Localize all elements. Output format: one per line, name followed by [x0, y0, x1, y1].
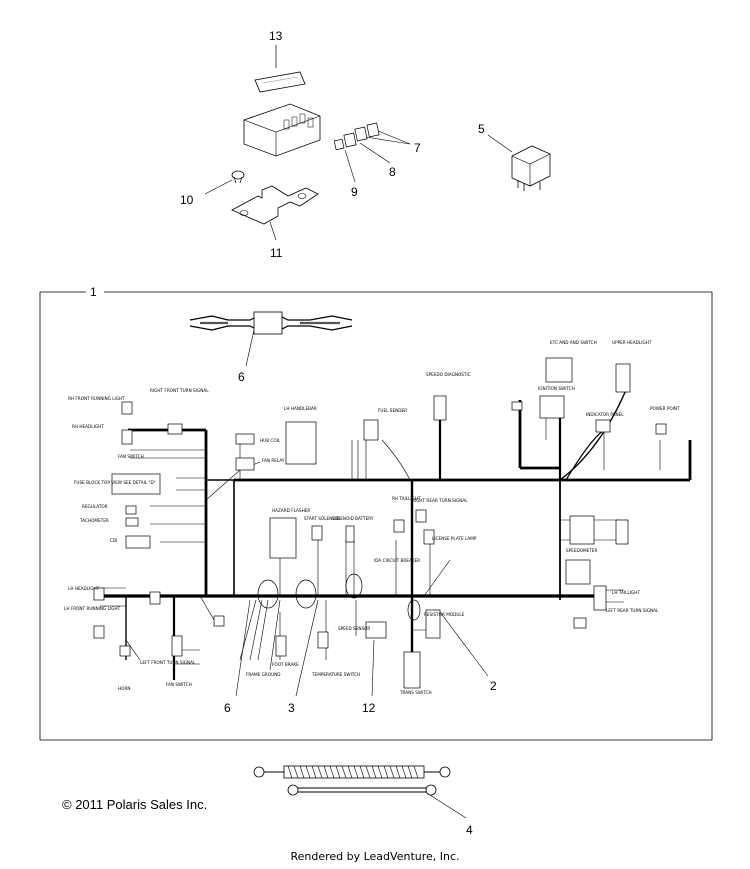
relay-part-5[interactable] — [511, 145, 551, 191]
callout-6-top: 6 — [238, 370, 245, 384]
label-fan-switch: FAN SWITCH — [118, 454, 144, 459]
rendered-by-text: Rendered by LeadVenture, Inc. — [290, 850, 460, 863]
label-ignition-switch: IGNITION SWITCH — [538, 386, 575, 391]
label-license-plate-lamp: LICENSE PLATE LAMP — [432, 536, 477, 541]
label-tachometer: TACHOMETER — [79, 518, 109, 523]
callout-8: 8 — [389, 165, 396, 179]
label-frame-ground: FRAME GROUND — [246, 672, 280, 677]
connector-blocks — [93, 357, 667, 689]
battery-cable-plain[interactable] — [287, 784, 437, 796]
callout-10: 10 — [180, 193, 194, 207]
label-lh-handlebar: LH HANDLEBAR — [284, 406, 317, 411]
label-speedo-diagnostic: SPEEDO DIAGNOSTIC — [426, 372, 471, 377]
junction-ovals — [257, 573, 421, 621]
copyright-text: © 2011 Polaris Sales Inc. — [62, 797, 208, 812]
sub-harness-6-top[interactable] — [189, 311, 353, 335]
battery-cable-braided[interactable] — [253, 765, 451, 779]
label-speedometer: SPEEDOMETER — [566, 548, 597, 553]
callout-1: 1 — [90, 285, 97, 299]
callout-9: 9 — [351, 185, 358, 199]
part-13-label[interactable] — [254, 71, 306, 93]
label-hub-coil: HUB COIL — [260, 438, 281, 443]
label-power-point: POWER POINT — [650, 406, 680, 411]
label-fan-switch-2: FAN SWITCH — [166, 682, 192, 687]
callout-4: 4 — [466, 823, 473, 837]
label-lh-taillight: LH TAILLIGHT — [612, 590, 640, 595]
label-right-rear-turn-signal: RIGHT REAR TURN SIGNAL — [412, 498, 468, 503]
harness-frame — [39, 291, 713, 741]
label-rh-headlight: RH HEADLIGHT — [72, 424, 104, 429]
label-resistor-module: RESISTOR MODULE — [424, 612, 465, 617]
callout-12: 12 — [362, 701, 376, 715]
callout-6-bottom: 6 — [224, 701, 231, 715]
callout-3: 3 — [288, 701, 295, 715]
label-speed-sensor: SPEED SENSOR — [338, 626, 370, 631]
harness-detail-wires — [100, 400, 661, 671]
label-temperature-switch: TEMPERATURE SWITCH — [311, 672, 360, 677]
label-fan-relay: FAN RELAY — [262, 458, 285, 463]
label-trans-switch: TRANS SWITCH — [399, 690, 432, 695]
label-foot-brake: FOOT BRAKE — [272, 662, 299, 667]
callout-7: 7 — [414, 141, 421, 155]
label-hazard-flasher: HAZARD FLASHER — [272, 508, 310, 513]
callout-11: 11 — [270, 246, 283, 260]
label-left-front-turn-signal: LEFT FRONT TURN SIGNAL — [140, 660, 196, 665]
fuse-block-part[interactable] — [243, 103, 321, 157]
label-regulator: REGULATOR — [82, 504, 108, 509]
callout-2: 2 — [490, 679, 497, 693]
fuses-part[interactable] — [333, 122, 380, 151]
callout-13: 13 — [269, 29, 283, 43]
label-upper-headlight: UPPER HEADLIGHT — [612, 340, 652, 345]
component-labels: RH FRONT RUNNING LIGHT RH HEADLIGHT RIGH… — [64, 340, 680, 695]
screw-part-10[interactable] — [231, 170, 245, 184]
label-ida-circuit-breaker: IDA CIRCUIT BREAKER — [374, 558, 420, 563]
label-left-rear-turn-signal: LEFT REAR TURN SIGNAL — [606, 608, 659, 613]
label-rh-front-running-light: RH FRONT RUNNING LIGHT — [68, 396, 125, 401]
main-harness-trunk — [100, 389, 692, 680]
bracket-part-11[interactable] — [231, 185, 319, 225]
label-indicator-panel: INDICATOR PANEL — [586, 412, 624, 417]
label-lh-front-running-light: LH FRONT RUNNING LIGHT — [64, 606, 121, 611]
label-cdi: CDI — [110, 538, 117, 543]
callout-5: 5 — [478, 122, 485, 136]
label-solenoid-battery: SOLENOID BATTERY — [332, 516, 374, 521]
label-rh-taillight: RH TAILLIGHT — [392, 496, 421, 501]
label-start-solenoid: START SOLENOID — [304, 516, 340, 521]
label-fuse-block: FUSE BLOCK TOP VIEW SEE DETAIL "D" — [74, 480, 156, 485]
label-horn: HORN — [118, 686, 131, 691]
label-lh-headlight: LH HEADLIGHT — [68, 586, 100, 591]
label-fuel-sender: FUEL SENDER — [378, 408, 407, 413]
label-etc-and-switch: ETC AND AND SWITCH — [550, 340, 597, 345]
label-right-front-turn-signal: RIGHT FRONT TURN SIGNAL — [150, 388, 209, 393]
